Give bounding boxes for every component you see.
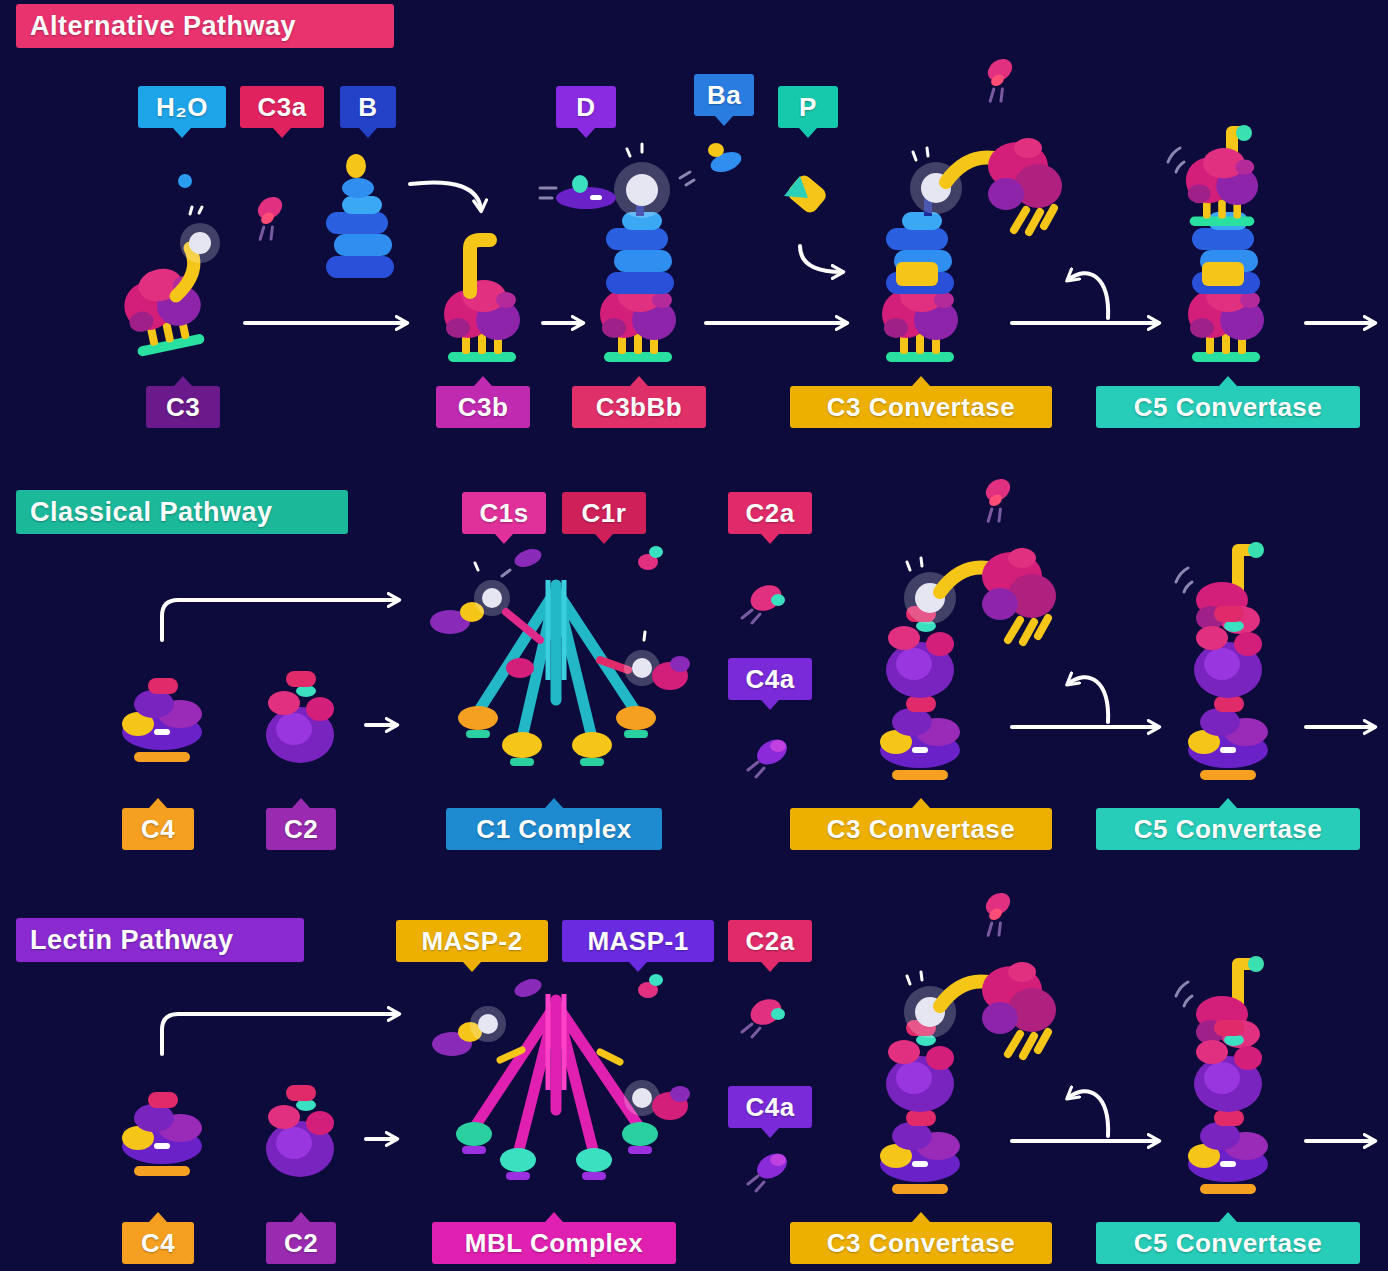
molecule-tag: H₂O (138, 86, 226, 128)
tag-text: C3 (166, 386, 200, 428)
tag-pointer (174, 376, 192, 386)
tag-pointer (474, 376, 492, 386)
tag-text: MBL Complex (465, 1222, 643, 1264)
molecule-tag: C3 Convertase (790, 1222, 1052, 1264)
tag-text: C1r (582, 492, 627, 534)
molecule-tag: C2 (266, 1222, 336, 1264)
tag-text: MASP-1 (587, 920, 688, 962)
molecule-tag: C4 (122, 1222, 194, 1264)
tag-pointer (149, 1212, 167, 1222)
tag-pointer (577, 128, 595, 138)
tag-pointer (1219, 798, 1237, 808)
molecule-tag: C4a (728, 658, 812, 700)
molecule-tag: C3 Convertase (790, 808, 1052, 850)
tag-pointer (761, 962, 779, 972)
alternative-row-art (118, 54, 1374, 362)
lectin-row-art (122, 888, 1374, 1194)
tag-pointer (761, 1128, 779, 1138)
tag-pointer (761, 700, 779, 710)
tag-text: C1s (479, 492, 528, 534)
tag-text: C5 Convertase (1134, 386, 1323, 428)
tag-pointer (545, 798, 563, 808)
tag-text: H₂O (156, 86, 208, 128)
tag-text: C4 (141, 808, 175, 850)
tag-text: Ba (707, 74, 741, 116)
tag-text: C2 (284, 808, 318, 850)
tag-text: C2 (284, 1222, 318, 1264)
molecule-tag: MASP-2 (396, 920, 548, 962)
pathway-header: Alternative Pathway (16, 4, 394, 48)
tag-text: C5 Convertase (1134, 808, 1323, 850)
molecule-tag: C1r (562, 492, 646, 534)
tag-pointer (173, 128, 191, 138)
molecule-tag: P (778, 86, 838, 128)
tag-pointer (1219, 376, 1237, 386)
pathway-header: Lectin Pathway (16, 918, 304, 962)
tag-pointer (1219, 1212, 1237, 1222)
tag-pointer (545, 1212, 563, 1222)
molecule-tag: C2a (728, 492, 812, 534)
molecule-tag: C5 Convertase (1096, 1222, 1360, 1264)
tag-text: D (576, 86, 595, 128)
tag-text: C3b (458, 386, 509, 428)
tag-pointer (799, 128, 817, 138)
tag-pointer (463, 962, 481, 972)
molecule-tag: C3 (146, 386, 220, 428)
molecule-tag: C1 Complex (446, 808, 662, 850)
tag-text: C4a (745, 1086, 794, 1128)
molecule-tag: C4a (728, 1086, 812, 1128)
tag-text: B (358, 86, 377, 128)
molecule-tag: MBL Complex (432, 1222, 676, 1264)
header-text: Alternative Pathway (30, 4, 296, 48)
tag-pointer (630, 376, 648, 386)
tag-pointer (629, 962, 647, 972)
header-text: Lectin Pathway (30, 918, 234, 962)
tag-text: C1 Complex (476, 808, 631, 850)
tag-pointer (761, 534, 779, 544)
tag-pointer (912, 1212, 930, 1222)
tag-text: C3bBb (596, 386, 682, 428)
molecule-tag: C3b (436, 386, 530, 428)
molecule-tag: C2a (728, 920, 812, 962)
tag-text: C3 Convertase (827, 1222, 1016, 1264)
tag-pointer (292, 798, 310, 808)
tag-text: C3 Convertase (827, 808, 1016, 850)
tag-text: C2a (745, 492, 794, 534)
tag-pointer (495, 534, 513, 544)
tag-text: P (799, 86, 817, 128)
tag-pointer (292, 1212, 310, 1222)
header-text: Classical Pathway (30, 490, 273, 534)
tag-text: MASP-2 (421, 920, 522, 962)
molecule-tag: Ba (694, 74, 754, 116)
tag-pointer (595, 534, 613, 544)
molecule-tag: MASP-1 (562, 920, 714, 962)
molecule-tag: C3a (240, 86, 324, 128)
tag-pointer (912, 798, 930, 808)
tag-text: C4a (745, 658, 794, 700)
tag-pointer (273, 128, 291, 138)
pathway-header: Classical Pathway (16, 490, 348, 534)
tag-pointer (149, 798, 167, 808)
molecule-tag: D (556, 86, 616, 128)
molecule-tag: C3 Convertase (790, 386, 1052, 428)
molecule-tag: B (340, 86, 396, 128)
molecule-tag: C1s (462, 492, 546, 534)
tag-pointer (715, 116, 733, 126)
molecule-tag: C4 (122, 808, 194, 850)
tag-text: C4 (141, 1222, 175, 1264)
molecule-tag: C3bBb (572, 386, 706, 428)
molecule-tag: C2 (266, 808, 336, 850)
tag-pointer (912, 376, 930, 386)
molecule-tag: C5 Convertase (1096, 386, 1360, 428)
tag-text: C3 Convertase (827, 386, 1016, 428)
tag-text: C2a (745, 920, 794, 962)
tag-text: C3a (257, 86, 306, 128)
molecule-tag: C5 Convertase (1096, 808, 1360, 850)
tag-text: C5 Convertase (1134, 1222, 1323, 1264)
tag-pointer (359, 128, 377, 138)
